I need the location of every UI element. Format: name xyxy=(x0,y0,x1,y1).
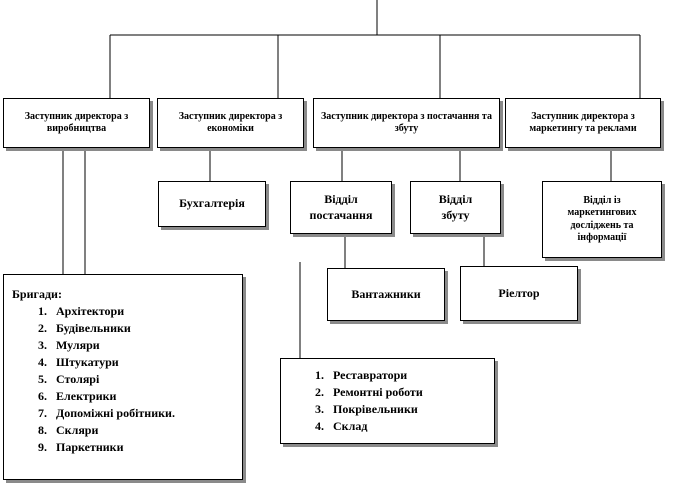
list-item: Ремонтні роботи xyxy=(327,384,486,401)
loaders-box: Вантажники xyxy=(327,268,445,321)
list-item: Електрики xyxy=(50,388,234,405)
marketing-research-label: Відділ із маркетингових досліджень та ін… xyxy=(567,194,637,244)
list-item: Склад xyxy=(327,418,486,435)
list-item: Штукатури xyxy=(50,354,234,371)
deputy-economics: Заступник директора з економіки xyxy=(157,98,304,148)
brigades-box: Бригади: Архітектори Будівельники Муляри… xyxy=(3,274,243,480)
deputy-production: Заступник директора з виробництва xyxy=(3,98,150,148)
list-item: Покрівельники xyxy=(327,401,486,418)
deputy-supply-sales-label: Заступник директора з постачання та збут… xyxy=(321,110,492,135)
service-list: Реставратори Ремонтні роботи Покрівельни… xyxy=(289,367,486,435)
brigades-title: Бригади: xyxy=(12,287,62,301)
list-item: Паркетники xyxy=(50,439,234,456)
deputy-marketing-label: Заступник директора з маркетингу та рекл… xyxy=(529,110,637,135)
list-item: Муляри xyxy=(50,337,234,354)
list-item: Допоміжні робітники. xyxy=(50,405,234,422)
deputy-production-label: Заступник директора з виробництва xyxy=(24,110,129,135)
accounting-box: Бухгалтерія xyxy=(158,181,266,227)
deputy-economics-label: Заступник директора з економіки xyxy=(178,110,283,135)
list-item: Скляри xyxy=(50,422,234,439)
deputy-marketing: Заступник директора з маркетингу та рекл… xyxy=(505,98,661,148)
sales-department-label: Відділ збуту xyxy=(438,191,473,222)
list-item: Столярі xyxy=(50,371,234,388)
supply-department-label: Відділ постачання xyxy=(309,191,373,222)
service-box: Реставратори Ремонтні роботи Покрівельни… xyxy=(280,358,495,444)
supply-department-box: Відділ постачання xyxy=(290,181,392,234)
deputy-supply-sales: Заступник директора з постачання та збут… xyxy=(313,98,500,148)
list-item: Реставратори xyxy=(327,367,486,384)
list-item: Архітектори xyxy=(50,303,234,320)
loaders-label: Вантажники xyxy=(351,286,421,301)
brigades-list: Архітектори Будівельники Муляри Штукатур… xyxy=(12,303,234,456)
realtor-box: Ріелтор xyxy=(460,266,578,321)
accounting-label: Бухгалтерія xyxy=(179,196,245,211)
marketing-research-box: Відділ із маркетингових досліджень та ін… xyxy=(542,181,662,258)
list-item: Будівельники xyxy=(50,320,234,337)
realtor-label: Ріелтор xyxy=(498,285,540,300)
sales-department-box: Відділ збуту xyxy=(410,181,501,234)
